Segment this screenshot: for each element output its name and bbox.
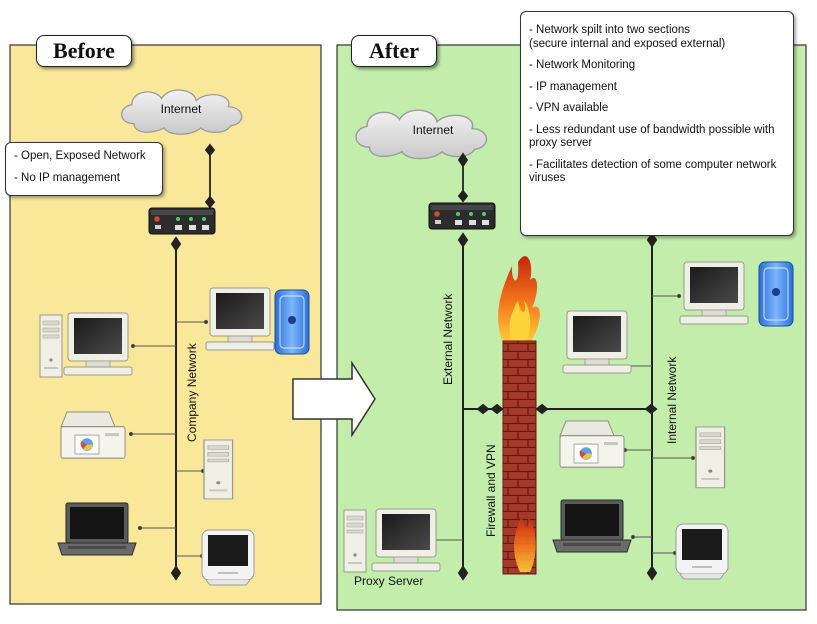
before-notes-box: - Open, Exposed Network - No IP manageme… (5, 142, 163, 196)
after-notes-box: - Network spilt into two sections (secur… (520, 11, 794, 236)
external-network-label: External Network (441, 293, 455, 385)
before-after-arrow (292, 360, 376, 438)
before-server-tower (203, 439, 234, 500)
before-emac (201, 529, 255, 586)
before-note-item: - No IP management (14, 171, 120, 184)
before-title: Before (36, 35, 132, 67)
after-internet-link (457, 152, 469, 203)
firewall-links (463, 403, 658, 415)
after-laptop (552, 499, 632, 553)
internal-network-label: Internal Network (665, 356, 679, 444)
after-title: After (351, 35, 437, 67)
after-internet-label: Internet (413, 123, 454, 137)
before-device-links (128, 319, 209, 559)
external-network-backbone (457, 232, 469, 581)
after-note-item: - IP management (529, 80, 618, 93)
firewall-flames-side (514, 516, 536, 572)
after-desktop-pc-1 (679, 261, 794, 327)
after-note-item: - Network Monitoring (529, 59, 636, 71)
before-note-item: - Open, Exposed Network (14, 150, 146, 162)
after-note-item: - Network spilt into two sections (secur… (529, 24, 726, 50)
firewall-label: Firewall and VPN (484, 444, 498, 537)
before-desktop-pc-1 (39, 312, 133, 378)
after-note-item: - Less redundant use of bandwidth possib… (529, 123, 775, 150)
after-note-item: - Facilitates detection of some computer… (529, 158, 777, 185)
before-router (148, 207, 216, 235)
proxy-server (343, 508, 441, 573)
company-network-label: Company Network (185, 342, 199, 442)
proxy-server-label: Proxy Server (354, 574, 423, 588)
after-router (428, 202, 496, 230)
company-network-backbone (170, 236, 182, 581)
after-emac (675, 523, 729, 580)
firewall-flames-top (498, 256, 540, 345)
before-laptop (57, 502, 137, 556)
after-note-item: - VPN available (529, 102, 609, 114)
after-server-tower (695, 426, 726, 489)
before-desktop-pc-2 (205, 287, 310, 355)
before-internet-label: Internet (161, 102, 202, 116)
before-internet-link (204, 143, 216, 209)
